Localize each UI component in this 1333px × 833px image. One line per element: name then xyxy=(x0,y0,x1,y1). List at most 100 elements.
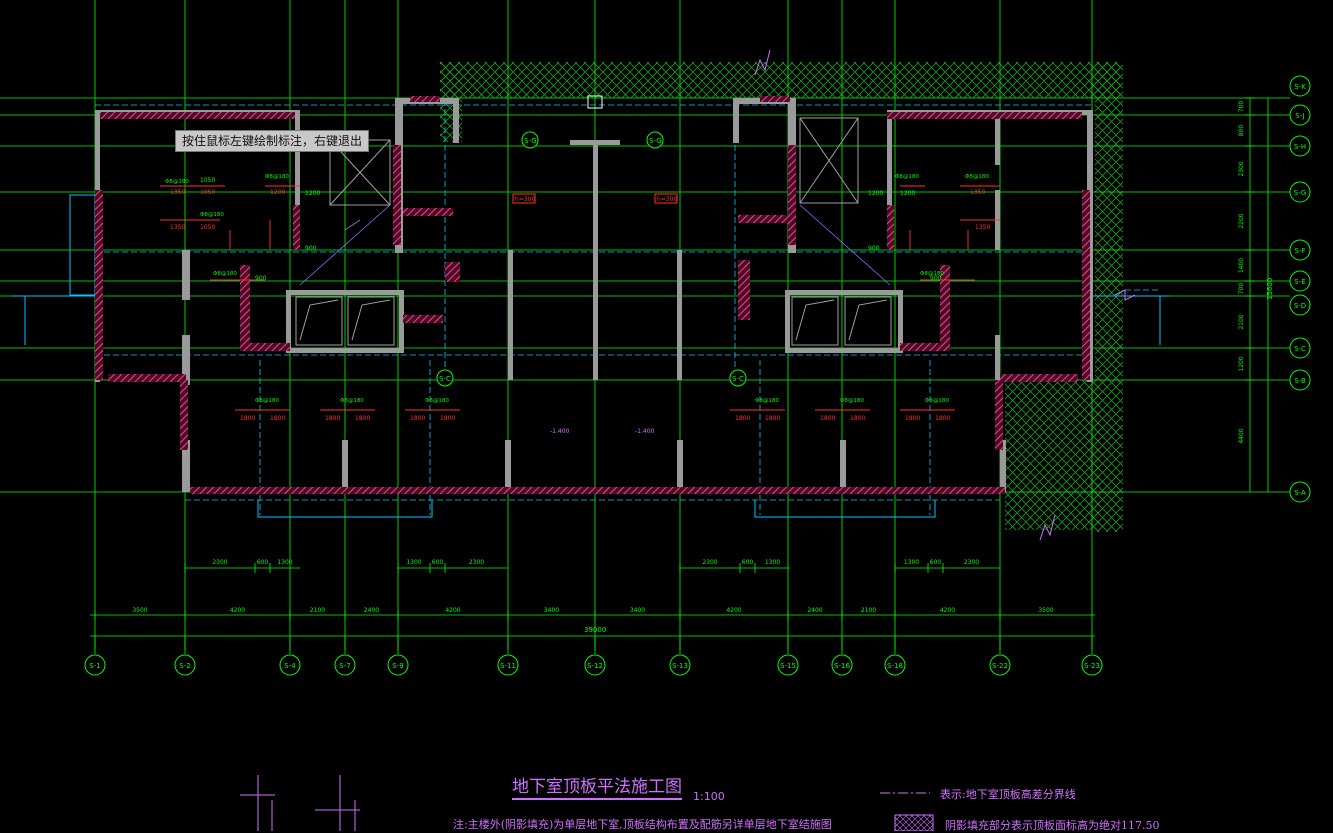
axis-bubble xyxy=(584,654,606,676)
right-dim-label: 2100 xyxy=(1238,314,1245,329)
drawing-hint-tooltip: 按住鼠标左键绘制标注，右键退出 xyxy=(175,130,370,152)
inner-axis-3: S-C xyxy=(439,375,451,383)
svg-text:900: 900 xyxy=(930,275,942,282)
axis-label: S-13 xyxy=(672,662,688,670)
axis-bubble xyxy=(884,654,906,676)
detail-dim-label: 1300 xyxy=(765,559,780,566)
axis-label: S-9 xyxy=(392,662,403,670)
diagonal-guides xyxy=(299,204,891,286)
axis-bubble xyxy=(1289,481,1311,503)
right-dim-label: 1200 xyxy=(1238,356,1245,371)
span-dim-label: 3400 xyxy=(630,607,645,614)
svg-text:1200: 1200 xyxy=(270,189,285,196)
detail-dim-label: 600 xyxy=(930,559,942,566)
axis-label: S-16 xyxy=(834,662,850,670)
svg-text:1350: 1350 xyxy=(970,189,985,196)
axis-label: S-G xyxy=(1294,189,1307,197)
axis-bubble xyxy=(334,654,356,676)
detail-dim-label: 2300 xyxy=(212,559,227,566)
legend-hatch-label: 阴影填充部分表示顶板面标高为绝对117.50 xyxy=(945,819,1160,832)
inner-axis-1: S-G xyxy=(524,137,537,145)
detail-dim-label: 600 xyxy=(432,559,444,566)
axis-label: S-1 xyxy=(89,662,100,670)
slab-elev-right: h=300 xyxy=(657,196,677,203)
span-dim-label: 3400 xyxy=(544,607,559,614)
axis-bubble xyxy=(1289,369,1311,391)
svg-text:1800: 1800 xyxy=(325,415,340,422)
svg-text:Φ8@180: Φ8@180 xyxy=(925,398,949,404)
axis-label: S-E xyxy=(1294,278,1305,286)
drawing-scale: 1:100 xyxy=(693,790,725,803)
axis-bubble xyxy=(1289,270,1311,292)
detail-dim-label: 600 xyxy=(257,559,269,566)
marker-square xyxy=(587,95,603,109)
svg-text:Φ8@180: Φ8@180 xyxy=(200,212,224,218)
detail-dim-label: 1300 xyxy=(406,559,421,566)
axis-bubble xyxy=(1289,239,1311,261)
axis-bubble xyxy=(1289,135,1311,157)
slab-elev-left: h=300 xyxy=(515,196,535,203)
svg-text:Φ8@180: Φ8@180 xyxy=(340,398,364,404)
axis-label: S-12 xyxy=(587,662,603,670)
drawing-note: 注:主楼外(阴影填充)为单层地下室,顶板结构布置及配筋另详单层地下室结施图 xyxy=(453,818,832,831)
axis-label: S-K xyxy=(1294,83,1306,91)
right-dim-label: 800 xyxy=(1238,125,1245,137)
right-dim-label: 700 xyxy=(1238,283,1245,295)
svg-text:Φ8@180: Φ8@180 xyxy=(755,398,779,404)
right-dim-label: 2200 xyxy=(1238,213,1245,228)
svg-text:1350: 1350 xyxy=(975,224,990,231)
axis-label: S-C xyxy=(1294,345,1306,353)
axis-bubble xyxy=(1081,654,1103,676)
svg-text:1350: 1350 xyxy=(170,189,185,196)
svg-text:Φ8@180: Φ8@180 xyxy=(920,271,944,277)
svg-text:1800: 1800 xyxy=(735,415,750,422)
svg-text:900: 900 xyxy=(868,245,880,252)
svg-text:1050: 1050 xyxy=(200,224,215,231)
axis-label: S-11 xyxy=(500,662,516,670)
span-dim-label: 4200 xyxy=(445,607,460,614)
axis-label: S-23 xyxy=(1084,662,1100,670)
right-dim-label: 2300 xyxy=(1238,161,1245,176)
span-dim-label: 4200 xyxy=(726,607,741,614)
axis-label: S-15 xyxy=(780,662,796,670)
svg-text:1800: 1800 xyxy=(355,415,370,422)
svg-text:1050: 1050 xyxy=(200,189,215,196)
axis-label: S-7 xyxy=(339,662,350,670)
svg-text:1200: 1200 xyxy=(900,190,915,197)
svg-text:1800: 1800 xyxy=(820,415,835,422)
svg-text:1800: 1800 xyxy=(850,415,865,422)
axis-label: S-D xyxy=(1294,302,1306,310)
axis-bubble xyxy=(1289,104,1311,126)
span-dim-label: 2100 xyxy=(861,607,876,614)
span-dim-label: 2100 xyxy=(310,607,325,614)
rebar-red-sizes: 1350 1050 1350 1050 1200 1800 1800 1800 1800… xyxy=(170,189,990,422)
overall-dimension: 39000 xyxy=(584,626,606,634)
svg-text:1200: 1200 xyxy=(305,190,320,197)
svg-text:1800: 1800 xyxy=(905,415,920,422)
drawing-title: 地下室顶板平法施工图 xyxy=(512,772,682,800)
rebar-callouts xyxy=(160,185,1000,411)
detail-dim-label: 600 xyxy=(742,559,754,566)
axis-bubble xyxy=(989,654,1011,676)
svg-text:900: 900 xyxy=(305,245,317,252)
stair-shafts xyxy=(295,117,892,346)
span-dim-label: 3500 xyxy=(132,607,147,614)
axis-label: S-H xyxy=(1294,143,1306,151)
svg-text:Φ8@180: Φ8@180 xyxy=(213,271,237,277)
inner-axis-2: S-G xyxy=(649,137,662,145)
right-dim-label: 4400 xyxy=(1238,428,1245,443)
right-total-dimension: 15600 xyxy=(1266,278,1274,300)
inner-axis-4: S-C xyxy=(732,375,744,383)
svg-text:1800: 1800 xyxy=(765,415,780,422)
span-dim-label: 2400 xyxy=(364,607,379,614)
span-dim-label: 4200 xyxy=(230,607,245,614)
slab-elev-tags xyxy=(512,193,678,204)
right-axis-bubbles: S-KS-JS-HS-GS-FS-ES-DS-CS-BS-A xyxy=(1289,75,1311,503)
detail-dim-label: 2300 xyxy=(964,559,979,566)
axis-label: S-18 xyxy=(887,662,903,670)
